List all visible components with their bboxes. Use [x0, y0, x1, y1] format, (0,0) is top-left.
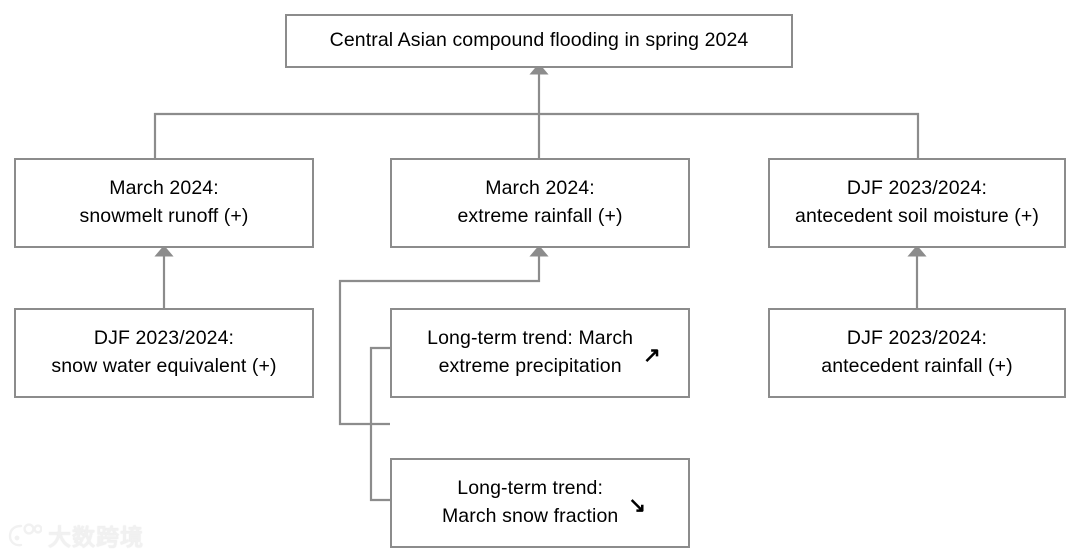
node-central-asian-compound-flooding[interactable]: Central Asian compound flooding in sprin…	[285, 14, 793, 68]
node-long-term-trend-march-snow-fraction[interactable]: Long-term trend: March snow fraction ↘	[390, 458, 690, 548]
node-label: Long-term trend: March extreme precipita…	[427, 327, 634, 377]
node-label: DJF 2023/2024: antecedent rainfall (+)	[821, 327, 1013, 377]
node-label: March 2024: extreme rainfall (+)	[457, 177, 623, 227]
node-label: Long-term trend: March snow fraction	[441, 477, 619, 527]
node-label: Central Asian compound flooding in sprin…	[329, 29, 749, 52]
node-djf-antecedent-soil-moisture[interactable]: DJF 2023/2024: antecedent soil moisture …	[768, 158, 1066, 248]
node-djf-antecedent-rainfall[interactable]: DJF 2023/2024: antecedent rainfall (+)	[768, 308, 1066, 398]
node-long-term-trend-march-extreme-precipitation[interactable]: Long-term trend: March extreme precipita…	[390, 308, 690, 398]
node-label: DJF 2023/2024: antecedent soil moisture …	[795, 177, 1039, 227]
node-march-2024-snowmelt-runoff[interactable]: March 2024: snowmelt runoff (+)	[14, 158, 314, 248]
trend-up-arrow-icon: ↗	[643, 343, 661, 367]
node-label: March 2024: snowmelt runoff (+)	[79, 177, 249, 227]
node-march-2024-extreme-rainfall[interactable]: March 2024: extreme rainfall (+)	[390, 158, 690, 248]
node-djf-snow-water-equivalent[interactable]: DJF 2023/2024: snow water equivalent (+)	[14, 308, 314, 398]
smiley-logo-icon	[8, 523, 42, 547]
edge-bus-to-root	[153, 112, 920, 158]
watermark-text: 大数跨境	[48, 524, 144, 550]
watermark: 大数跨境	[8, 518, 144, 552]
trend-down-arrow-icon: ↘	[628, 493, 647, 517]
edge-trendsnow-to-rainfall	[369, 346, 390, 502]
node-label: DJF 2023/2024: snow water equivalent (+)	[51, 327, 277, 377]
